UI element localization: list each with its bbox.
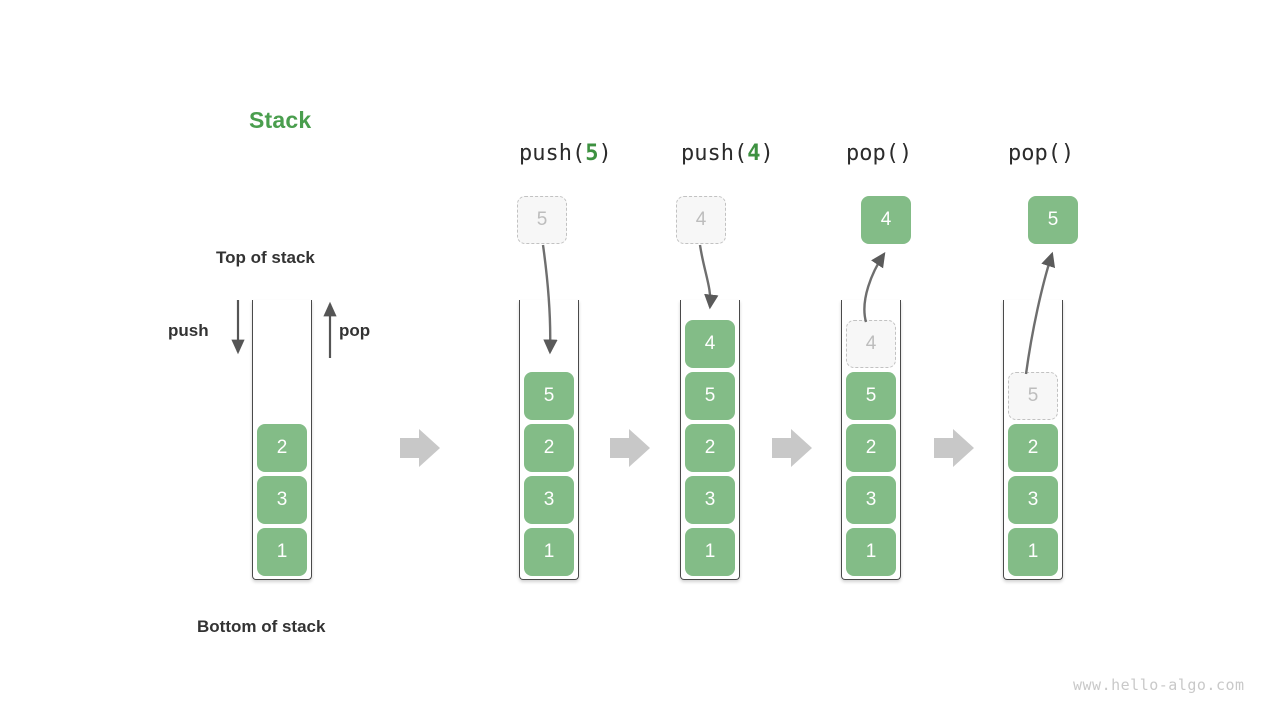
stack-container xyxy=(519,300,579,580)
op-close: ) xyxy=(598,141,612,166)
push-4-flow-arrow xyxy=(698,244,719,310)
stack-cell: 2 xyxy=(685,424,735,472)
stack-container xyxy=(252,300,312,580)
page-title: Stack xyxy=(249,107,312,133)
op-name: pop( xyxy=(1008,141,1061,166)
stack-cell: 2 xyxy=(257,424,307,472)
stack-container xyxy=(680,300,740,580)
op-name: push( xyxy=(519,141,586,166)
top-of-stack-label: Top of stack xyxy=(216,248,315,267)
bottom-of-stack-label: Bottom of stack xyxy=(197,617,326,636)
stack-container xyxy=(1003,300,1063,580)
operation-label-pop-2: pop() xyxy=(1008,141,1074,166)
floating-popped-cell: 5 xyxy=(1028,196,1078,244)
stack-cell-ghost: 4 xyxy=(846,320,896,368)
stack-cell: 5 xyxy=(846,372,896,420)
stack-cell: 3 xyxy=(524,476,574,524)
stack-cell: 3 xyxy=(846,476,896,524)
stack-cell: 1 xyxy=(524,528,574,576)
op-close: ) xyxy=(898,141,913,166)
stack-cell: 1 xyxy=(257,528,307,576)
separator-arrow-2 xyxy=(610,429,650,467)
floating-popped-cell: 4 xyxy=(861,196,911,244)
op-arg: 4 xyxy=(747,141,761,166)
stack-cell: 3 xyxy=(1008,476,1058,524)
operation-label-push-4: push(4) xyxy=(681,141,774,166)
stack-cell: 3 xyxy=(685,476,735,524)
op-name: push( xyxy=(681,141,748,166)
stack-cell: 1 xyxy=(685,528,735,576)
op-close: ) xyxy=(1060,141,1075,166)
op-arg: 5 xyxy=(585,141,599,166)
operation-label-push-5: push(5) xyxy=(519,141,612,166)
pop-label: pop xyxy=(339,321,371,340)
op-name: pop( xyxy=(846,141,899,166)
stack-cell: 3 xyxy=(257,476,307,524)
stack-container xyxy=(841,300,901,580)
op-close: ) xyxy=(760,141,774,166)
watermark: www.hello-algo.com xyxy=(1073,676,1245,694)
operation-label-pop-1: pop() xyxy=(846,141,912,166)
push-label: push xyxy=(168,321,209,340)
stack-cell: 5 xyxy=(524,372,574,420)
separator-arrow-3 xyxy=(772,429,812,467)
stack-cell: 2 xyxy=(1008,424,1058,472)
separator-arrow-1 xyxy=(400,429,440,467)
floating-ghost-cell: 5 xyxy=(517,196,567,244)
stack-cell: 4 xyxy=(685,320,735,368)
stack-cell-ghost: 5 xyxy=(1008,372,1058,420)
stack-cell: 2 xyxy=(846,424,896,472)
stack-cell: 5 xyxy=(685,372,735,420)
floating-ghost-cell: 4 xyxy=(676,196,726,244)
separator-arrow-4 xyxy=(934,429,974,467)
stack-cell: 1 xyxy=(1008,528,1058,576)
stack-cell: 1 xyxy=(846,528,896,576)
stack-cell: 2 xyxy=(524,424,574,472)
